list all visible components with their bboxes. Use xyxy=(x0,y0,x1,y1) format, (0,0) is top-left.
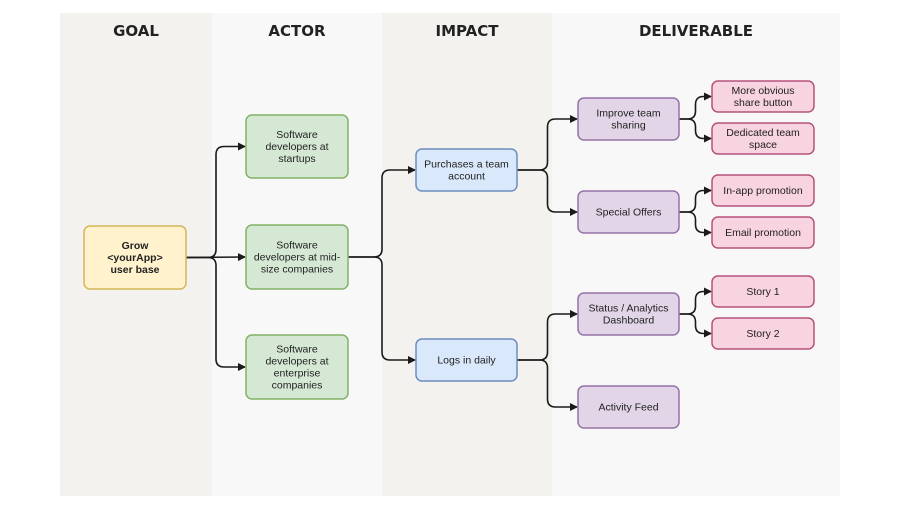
node-box xyxy=(577,385,680,429)
node-box xyxy=(83,225,187,290)
node-box xyxy=(577,292,680,336)
node-box xyxy=(711,174,815,207)
node-box xyxy=(711,317,815,350)
lane-title-impact: IMPACT xyxy=(436,22,500,40)
node-story-2[interactable]: Story 2 xyxy=(711,317,815,350)
node-box xyxy=(577,190,680,234)
node-label-line: More obvious xyxy=(731,85,794,97)
node-label-line: startups xyxy=(278,153,315,165)
node-label-line: Email promotion xyxy=(725,227,801,239)
node-label-line: Software xyxy=(276,129,318,141)
node-box xyxy=(711,122,815,155)
node-box xyxy=(415,338,518,382)
node-box xyxy=(711,275,815,308)
lane-impact xyxy=(382,13,552,496)
connectors xyxy=(185,92,712,411)
nodes: Grow<yourApp>user baseSoftwaredevelopers… xyxy=(83,80,815,429)
node-deliv-special-offers[interactable]: Special Offers xyxy=(577,190,680,234)
node-deliv-activity-feed[interactable]: Activity Feed xyxy=(577,385,680,429)
node-goal[interactable]: Grow<yourApp>user base xyxy=(83,225,187,290)
edge-impact-team-account-to-deliv-special-offers xyxy=(517,169,578,216)
node-story-1[interactable]: Story 1 xyxy=(711,275,815,308)
node-impact-logs-daily[interactable]: Logs in daily xyxy=(415,338,518,382)
node-box xyxy=(577,97,680,141)
edge-deliv-status-dashboard-to-story-2 xyxy=(679,313,712,338)
edge-actor-midsize-to-impact-team-account xyxy=(348,166,416,258)
edge-impact-team-account-to-deliv-team-sharing xyxy=(517,115,578,171)
node-label-line: enterprise xyxy=(274,367,321,379)
node-label-line: developers at xyxy=(265,141,328,153)
lane-title-actor: ACTOR xyxy=(268,22,326,40)
node-label-line: Purchases a team xyxy=(424,158,509,170)
node-label-line: Dashboard xyxy=(603,314,655,326)
node-box xyxy=(245,224,349,290)
edge-impact-logs-daily-to-deliv-status-dashboard xyxy=(517,310,578,361)
node-label-line: Software xyxy=(276,239,318,251)
node-label-line: Improve team xyxy=(596,107,660,119)
node-story-email-promo[interactable]: Email promotion xyxy=(711,216,815,249)
node-label-line: sharing xyxy=(611,119,646,131)
node-label-line: developers at xyxy=(265,355,328,367)
node-label-line: size companies xyxy=(261,263,333,275)
node-label-line: Story 1 xyxy=(746,286,779,298)
node-label-line: Activity Feed xyxy=(598,401,658,413)
edge-deliv-status-dashboard-to-story-1 xyxy=(679,287,712,315)
edge-deliv-special-offers-to-story-inapp-promo xyxy=(679,186,712,213)
node-label-line: <yourApp> xyxy=(107,252,162,264)
node-label-line: user base xyxy=(110,264,159,276)
edge-goal-to-actor-enterprise xyxy=(186,256,246,371)
lane-title-deliverable: DELIVERABLE xyxy=(639,22,753,40)
lane-title-goal: GOAL xyxy=(113,22,159,40)
edge-impact-logs-daily-to-deliv-activity-feed xyxy=(517,359,578,411)
node-box xyxy=(711,216,815,249)
node-label-line: Grow xyxy=(122,240,150,252)
node-box xyxy=(245,114,349,179)
node-label-line: Story 2 xyxy=(746,328,779,340)
node-label-line: account xyxy=(448,170,485,182)
node-label-line: In-app promotion xyxy=(723,185,803,197)
node-label-line: Software xyxy=(276,343,318,355)
node-label-line: Dedicated team xyxy=(726,127,800,139)
node-box xyxy=(711,80,815,113)
edge-deliv-team-sharing-to-story-share-button xyxy=(679,92,712,120)
node-label-line: share button xyxy=(734,97,793,109)
edge-deliv-team-sharing-to-story-team-space xyxy=(679,118,712,143)
edge-deliv-special-offers-to-story-email-promo xyxy=(679,211,712,237)
edge-actor-midsize-to-impact-logs-daily xyxy=(348,256,416,364)
node-box xyxy=(415,148,518,192)
node-story-inapp-promo[interactable]: In-app promotion xyxy=(711,174,815,207)
node-label-line: Special Offers xyxy=(596,206,662,218)
node-label-line: space xyxy=(749,139,777,151)
node-label-line: Status / Analytics xyxy=(589,302,669,314)
node-label-line: developers at mid- xyxy=(254,251,341,263)
node-label-line: companies xyxy=(272,379,323,391)
node-label-line: Logs in daily xyxy=(437,354,496,366)
node-box xyxy=(245,334,349,400)
